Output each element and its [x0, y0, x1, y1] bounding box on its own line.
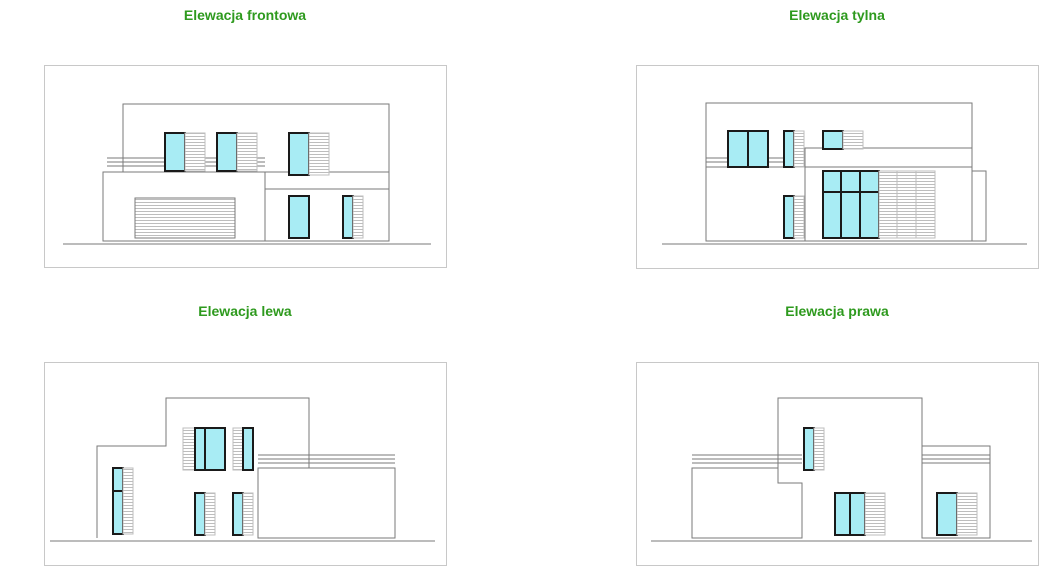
elevation-title-left: Elewacja lewa: [198, 303, 292, 319]
elevation-title-rear: Elewacja tylna: [789, 7, 885, 23]
elevation-drawing-right: [636, 362, 1039, 566]
window: [342, 195, 354, 239]
elevation-drawing-rear: [636, 65, 1039, 269]
elevation-title-right: Elewacja prawa: [785, 303, 889, 319]
window: [216, 132, 238, 172]
window: [288, 132, 310, 176]
window: [288, 195, 310, 239]
elevation-drawing-front: [44, 65, 447, 268]
elevation-title-front: Elewacja frontowa: [183, 7, 307, 23]
window: [164, 132, 186, 172]
elevation-drawing-left: [44, 362, 447, 566]
